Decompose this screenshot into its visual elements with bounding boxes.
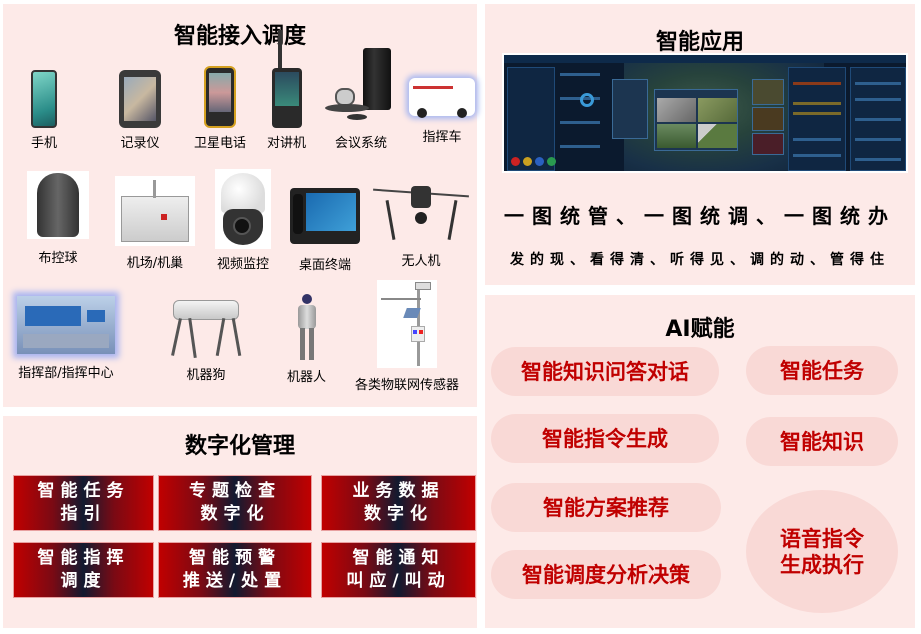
device-dome-camera: 视频监控 <box>215 169 271 272</box>
alert-card-red <box>752 133 784 155</box>
device-label: 桌面终端 <box>298 258 351 273</box>
box-line1: 智能通知 <box>352 548 445 568</box>
body-camera-icon <box>119 70 161 128</box>
device-label: 卫星电话 <box>194 136 247 151</box>
box-line1: 业务数据 <box>352 481 445 501</box>
ai-item-smart-knowledge[interactable]: 智能知识 <box>746 417 898 466</box>
box-line1: 智能任务 <box>37 481 130 501</box>
box-line2: 数字化 <box>364 504 433 524</box>
smart-application-panel: 智能应用 <box>485 4 915 285</box>
deployable-camera-ball-icon <box>27 171 89 239</box>
walkie-talkie-icon <box>271 30 302 128</box>
device-humanoid-robot: 机器人 <box>287 294 326 385</box>
dashboard-left-panel-2 <box>558 67 608 171</box>
device-camera-ball: 布控球 <box>27 171 89 266</box>
status-dot-yellow <box>523 157 532 166</box>
device-label: 各类物联网传感器 <box>355 378 460 393</box>
ai-item-command-generation[interactable]: 智能指令生成 <box>491 414 719 463</box>
satellite-phone-icon <box>204 66 236 128</box>
iot-sensor-pole-icon <box>377 280 437 368</box>
alert-card-yellow <box>752 79 784 105</box>
dashboard-left-panel <box>507 67 555 171</box>
ai-item-plan-recommendation[interactable]: 智能方案推荐 <box>491 483 721 532</box>
dashboard-topbar <box>504 55 906 63</box>
app-panel-title: 智能应用 <box>655 30 744 55</box>
status-dot-blue <box>535 157 544 166</box>
voice-command-line1: 语音指令 <box>780 526 864 551</box>
ai-empowerment-panel: AI赋能 智能知识问答对话 智能任务 智能指令生成 智能知识 智能方案推荐 智能… <box>485 295 915 628</box>
digital-box-special-inspection[interactable]: 专题检查 数字化 <box>158 475 312 531</box>
ai-item-voice-command[interactable]: 语音指令 生成执行 <box>746 490 898 613</box>
device-label: 机器狗 <box>186 368 226 383</box>
command-vehicle-icon <box>409 78 475 118</box>
drone-dock-icon <box>115 176 195 246</box>
device-label: 布控球 <box>38 251 78 266</box>
device-label: 视频监控 <box>216 257 269 272</box>
robot-dog-icon <box>163 294 249 360</box>
dashboard-screenshot <box>502 53 908 173</box>
box-line1: 专题检查 <box>189 481 281 501</box>
device-smartphone: 手机 <box>31 70 57 151</box>
box-line1: 智能指挥 <box>37 548 130 568</box>
smartphone-icon <box>31 70 57 128</box>
digital-management-panel: 数字化管理 智能任务 指引 专题检查 数字化 业务数据 数字化 智能指挥 调度 … <box>3 416 477 628</box>
digital-box-smart-command-dispatch[interactable]: 智能指挥 调度 <box>13 542 154 598</box>
slogan-sub: 发的现、看得清、听得见、调的动、管得住 <box>510 252 890 268</box>
conference-system-icon <box>325 48 397 128</box>
dashboard-video-window <box>654 89 738 151</box>
digital-box-smart-notification[interactable]: 智能通知 叫应/叫动 <box>321 542 476 598</box>
device-label: 手机 <box>31 136 58 151</box>
box-line2: 数字化 <box>200 504 270 524</box>
ai-item-dispatch-analysis[interactable]: 智能调度分析决策 <box>491 550 721 599</box>
drone-icon <box>373 182 469 244</box>
device-label: 记录仪 <box>120 136 160 151</box>
command-center-icon <box>17 296 115 354</box>
box-line2: 调度 <box>60 571 107 591</box>
dashboard-right-panel <box>788 67 846 171</box>
device-label: 指挥车 <box>422 130 462 145</box>
smart-access-dispatch-panel: 智能接入调度 手机 记录仪 卫星电话 对讲机 会议系统 <box>3 4 477 407</box>
slogan-main: 一图统管、一图统调、一图统办 <box>504 204 896 228</box>
alert-card-orange <box>752 107 784 131</box>
status-dot-red <box>511 157 520 166</box>
ai-item-smart-task[interactable]: 智能任务 <box>746 346 898 395</box>
device-label: 指挥部/指挥中心 <box>18 366 114 381</box>
dome-camera-icon <box>215 169 271 249</box>
digital-box-business-data[interactable]: 业务数据 数字化 <box>321 475 476 531</box>
device-label: 对讲机 <box>267 136 307 151</box>
device-conference-system: 会议系统 <box>325 48 397 151</box>
box-line2: 指引 <box>60 504 107 524</box>
box-line2: 推送/处置 <box>182 571 288 591</box>
desktop-terminal-icon <box>290 188 360 244</box>
device-label: 无人机 <box>401 254 441 269</box>
status-dot-green <box>547 157 556 166</box>
device-robot-dog: 机器狗 <box>163 294 249 383</box>
device-drone: 无人机 <box>373 182 469 269</box>
device-desktop-terminal: 桌面终端 <box>290 188 360 273</box>
device-command-vehicle: 指挥车 <box>409 78 475 145</box>
device-iot-sensor: 各类物联网传感器 <box>355 280 459 393</box>
device-label: 机场/机巢 <box>126 256 184 271</box>
box-line2: 叫应/叫动 <box>346 571 451 591</box>
access-panel-title: 智能接入调度 <box>173 24 306 49</box>
device-drone-dock: 机场/机巢 <box>115 176 195 271</box>
device-label: 会议系统 <box>334 136 387 151</box>
humanoid-robot-icon <box>292 294 322 362</box>
donut-chart <box>580 93 594 107</box>
device-body-camera: 记录仪 <box>119 70 161 151</box>
device-command-center: 指挥部/指挥中心 <box>17 296 115 381</box>
digital-panel-title: 数字化管理 <box>184 434 295 459</box>
digital-box-smart-warning[interactable]: 智能预警 推送/处置 <box>158 542 312 598</box>
device-satellite-phone: 卫星电话 <box>194 66 246 151</box>
dashboard-list-window <box>612 79 648 139</box>
dashboard-far-right-panel <box>850 67 906 171</box>
voice-command-line2: 生成执行 <box>780 552 864 577</box>
ai-panel-title: AI赋能 <box>665 317 735 342</box>
digital-box-smart-task-guidance[interactable]: 智能任务 指引 <box>13 475 154 531</box>
device-label: 机器人 <box>287 370 327 385</box>
box-line1: 智能预警 <box>189 548 281 568</box>
ai-item-knowledge-qa[interactable]: 智能知识问答对话 <box>491 347 719 396</box>
device-walkie-talkie: 对讲机 <box>267 30 306 151</box>
